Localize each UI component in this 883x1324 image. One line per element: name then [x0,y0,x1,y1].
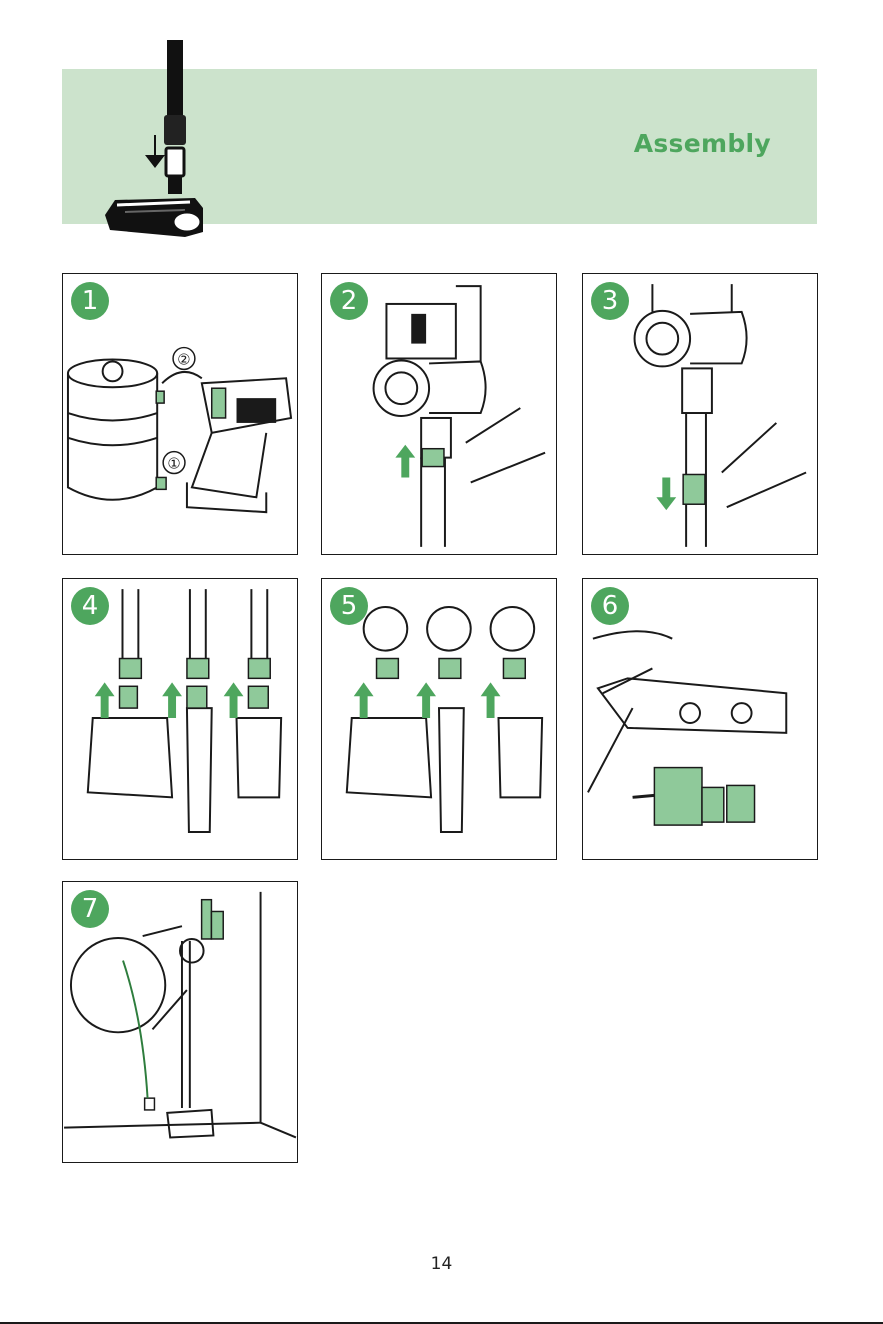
step-badge: 4 [71,587,109,625]
step-6-panel: 6 [582,578,818,860]
step-badge: 6 [591,587,629,625]
step-2-panel: 2 [321,273,557,555]
step-4-panel: 4 [62,578,298,860]
step-3-panel: 3 [582,273,818,555]
step-1-panel: 1 ② ① [62,273,298,555]
step-7-panel: 7 [62,881,298,1163]
vacuum-floor-head-illustration [95,40,215,245]
step-badge: 5 [330,587,368,625]
callout-1: ① [167,455,180,473]
section-title: Assembly [634,129,771,158]
page-number: 14 [0,1254,883,1274]
step-badge: 2 [330,282,368,320]
step-5-panel: 5 [321,578,557,860]
step-badge: 3 [591,282,629,320]
callout-2: ② [177,350,190,368]
step-badge: 7 [71,890,109,928]
step-badge: 1 [71,282,109,320]
